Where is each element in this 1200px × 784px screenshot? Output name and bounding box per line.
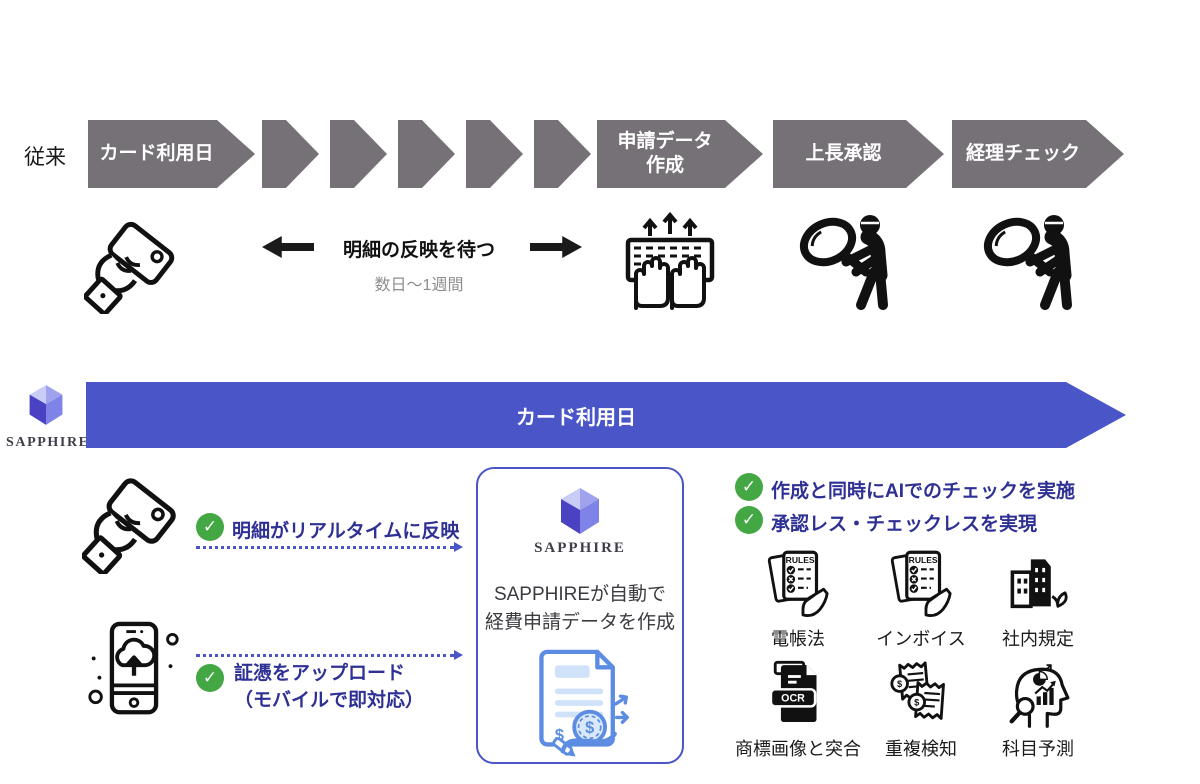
flow-chevron: [466, 120, 523, 188]
approval-less-benefit-text: 承認レス・チェックレスを実現: [771, 514, 1038, 535]
dotted-connector: [196, 546, 454, 549]
flow-chevron: [534, 120, 591, 188]
head-prediction-icon: [1009, 664, 1070, 728]
svg-text:$: $: [555, 727, 564, 745]
hand-holding-card-icon: [82, 478, 176, 574]
dotted-connector-arrowhead: [454, 542, 463, 552]
inspector-magnifier-person-icon: [799, 215, 888, 310]
svg-text:RULES: RULES: [786, 555, 815, 565]
ai-check-benefit-text: 作成と同時にAIでのチェックを実施: [771, 481, 1076, 502]
feature-label: 商標画像と突合: [735, 739, 861, 759]
feature-label: インボイス: [876, 629, 966, 649]
sapphire-auto-create-card: SAPPHIRE SAPPHIREが自動で 経費申請データを作成 $ $: [476, 467, 684, 764]
flow-chevron: [398, 120, 455, 188]
feature-duplicate-detection: $ $ 重複検知: [854, 658, 988, 761]
wait-title: 明細の反映を待つ: [342, 240, 495, 261]
check-icon: ✓: [196, 664, 224, 692]
feature-image-matching: OCR 商標画像と突合: [731, 658, 865, 761]
sapphire-cube-icon: [561, 488, 599, 534]
legacy-row-label: 従来: [24, 146, 66, 169]
svg-text:$: $: [585, 719, 594, 737]
flow-chevron: [262, 120, 319, 188]
feature-label: 重複検知: [885, 739, 957, 759]
phone-upload-icon: [88, 621, 179, 715]
legacy-step-label: カード利用日: [99, 143, 214, 165]
sapphire-banner-arrow: カード利用日: [86, 382, 1126, 448]
ocr-document-icon: OCR: [769, 660, 817, 723]
legacy-step-accounting-check: 経理チェック: [952, 120, 1124, 188]
sapphire-logo: SAPPHIRE: [6, 384, 90, 451]
rules-checklist-icon: RULES: [767, 550, 829, 618]
sapphire-wordmark: SAPPHIRE: [6, 435, 90, 450]
feature-denchoho: RULES 電帳法: [731, 548, 865, 651]
wait-duration: 数日〜1週間: [374, 277, 464, 294]
feature-internal-rules: 社内規定: [971, 548, 1105, 651]
svg-text:$: $: [914, 698, 920, 708]
expense-document-icon: $ $: [539, 649, 629, 757]
inspector-magnifier-person-icon: [983, 215, 1072, 310]
flow-chevron: [330, 120, 387, 188]
svg-text:RULES: RULES: [909, 555, 938, 565]
auto-create-description: SAPPHIREが自動で 経費申請データを作成: [484, 584, 675, 633]
legacy-step-label: 上長承認: [805, 143, 882, 165]
feature-label: 社内規定: [1002, 629, 1074, 649]
rules-checklist-icon: RULES: [890, 550, 952, 618]
legacy-step-card-usage: カード利用日: [88, 120, 255, 188]
building-icon: [1010, 559, 1068, 609]
check-icon: ✓: [735, 473, 763, 501]
legacy-step-manager-approval: 上長承認: [773, 120, 944, 188]
arrow-left-icon: [262, 236, 314, 258]
receipt-duplicate-icon: $ $: [890, 661, 945, 720]
legacy-step-create-request: 申請データ 作成: [597, 120, 763, 188]
svg-text:$: $: [897, 679, 903, 689]
feature-label: 科目予測: [1002, 739, 1074, 759]
feature-account-prediction: 科目予測: [971, 658, 1105, 761]
legacy-step-label: 経理チェック: [965, 143, 1080, 165]
banner-label: カード利用日: [516, 406, 636, 429]
check-icon: ✓: [196, 513, 224, 541]
svg-text:OCR: OCR: [781, 692, 805, 704]
dotted-connector: [196, 654, 454, 657]
check-icon: ✓: [735, 506, 763, 534]
sapphire-wordmark: SAPPHIRE: [534, 540, 626, 556]
typing-hands-icon: [625, 211, 715, 310]
feature-invoice: RULES インボイス: [854, 548, 988, 651]
hand-holding-card-icon: [84, 221, 175, 314]
sapphire-cube-icon: [29, 385, 63, 425]
realtime-benefit-text: 明細がリアルタイムに反映: [232, 521, 460, 542]
legacy-step-label: 申請データ 作成: [617, 131, 713, 176]
upload-benefit-text: 証憑をアップロード （モバイルで即対応）: [234, 663, 425, 711]
arrow-right-icon: [530, 236, 582, 258]
feature-label: 電帳法: [771, 629, 825, 649]
dotted-connector-arrowhead: [454, 650, 463, 660]
